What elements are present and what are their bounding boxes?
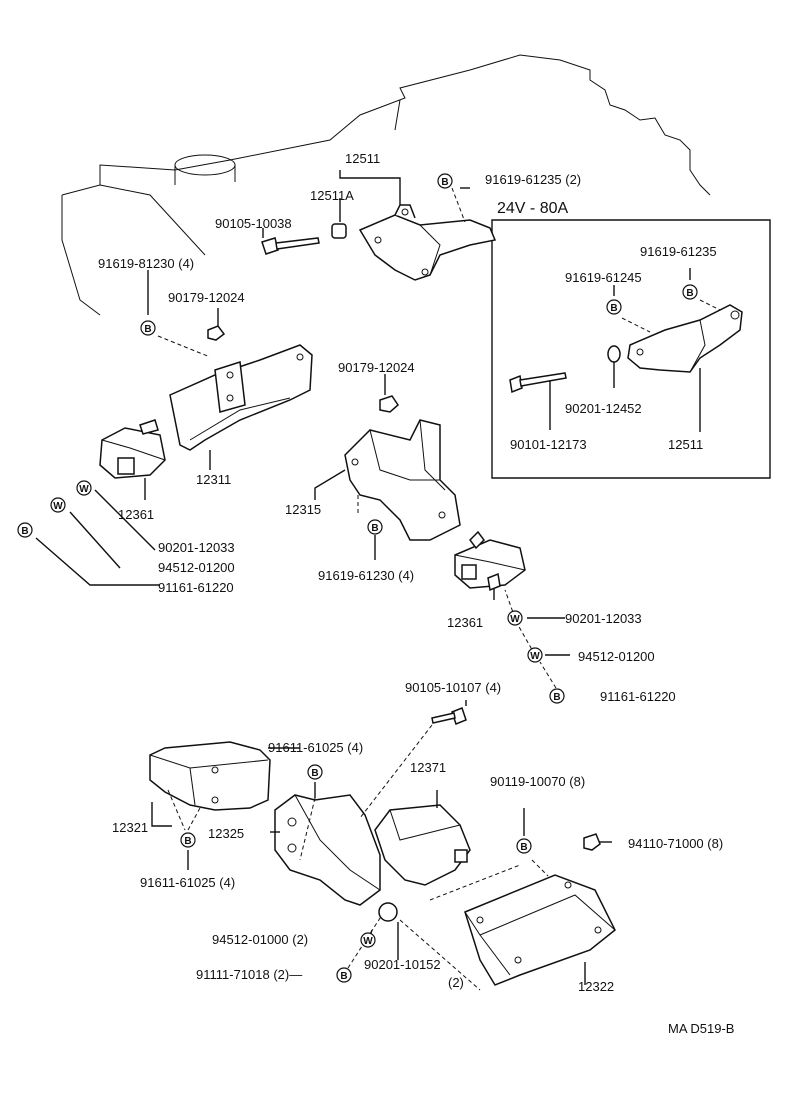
part-90101-12173-bolt: [509, 372, 567, 394]
part-12325-bracket: [274, 794, 381, 906]
label-90201-10152-qty: (2): [448, 975, 464, 990]
part-90179-12024-nut-a: [207, 325, 226, 341]
svg-text:B: B: [144, 324, 151, 335]
label-12361-a: 12361: [118, 507, 154, 522]
part-90105-10038-bolt: [261, 237, 320, 255]
part-12322-plate: [464, 874, 616, 986]
label-90179-12024-a: 90179-12024: [168, 290, 245, 305]
part-90105-10107-bolt: [431, 707, 467, 725]
svg-text:W: W: [363, 936, 373, 947]
svg-text:B: B: [553, 692, 560, 703]
svg-text:B: B: [686, 288, 693, 299]
bolt-symbol-a: B: [437, 173, 453, 189]
part-12511-variant-bracket: [627, 304, 743, 373]
svg-text:B: B: [520, 842, 527, 853]
label-90105-10038: 90105-10038: [215, 216, 292, 231]
part-90201-12452-washer: [607, 345, 621, 363]
label-94512-01200-a: 94512-01200: [158, 560, 235, 575]
svg-text:B: B: [21, 526, 28, 537]
bolt-symbol-d: B: [367, 519, 383, 535]
label-12311: 12311: [196, 472, 231, 487]
label-94512-01200-b: 94512-01200: [578, 649, 655, 664]
part-12511a-bushing: [331, 223, 347, 239]
part-12361-insulator-b: [454, 530, 526, 592]
label-91111-71018: 91111-71018 (2)—: [196, 967, 302, 982]
variant-title: 24V - 80A: [497, 200, 568, 217]
label-91161-61220-b: 91161-61220: [600, 689, 676, 704]
washer-symbol-a: W: [76, 480, 92, 496]
label-12315: 12315: [285, 502, 321, 517]
label-91619-61245: 91619-61245: [565, 270, 642, 285]
label-12322: 12322: [578, 979, 614, 994]
label-94512-01000: 94512-01000 (2): [212, 932, 308, 947]
label-12361-b: 12361: [447, 615, 483, 630]
part-90201-10152-washer: [378, 902, 398, 922]
part-12315-bracket: [344, 419, 461, 541]
bolt-symbol-f: B: [682, 284, 698, 300]
part-90179-12024-nut-b: [379, 395, 399, 413]
bolt-symbol-g: B: [606, 299, 622, 315]
svg-text:B: B: [371, 523, 378, 534]
engine-outline: [61, 54, 711, 316]
label-90105-10107: 90105-10107 (4): [405, 680, 501, 695]
leader-lines: [35, 170, 721, 991]
part-12371-insulator: [374, 804, 471, 886]
label-94110-71000: 94110-71000 (8): [628, 836, 723, 851]
bolt-symbol-c: B: [17, 522, 33, 538]
label-90201-12033-b: 90201-12033: [565, 611, 642, 626]
svg-text:W: W: [510, 614, 520, 625]
label-12371: 12371: [410, 760, 446, 775]
label-91619-61235-2: 91619-61235 (2): [485, 172, 581, 187]
bolt-symbol-h: B: [307, 764, 323, 780]
label-91611-61025-a: 91611-61025 (4): [268, 740, 363, 755]
label-90101-12173: 90101-12173: [510, 437, 587, 452]
label-90201-12033-a: 90201-12033: [158, 540, 235, 555]
label-91161-61220-a: 91161-61220: [158, 580, 234, 595]
label-12321: 12321: [112, 820, 148, 835]
washer-symbol-c: W: [507, 610, 523, 626]
alternator-variant-box: [491, 219, 771, 479]
label-91619-61230: 91619-61230 (4): [318, 568, 414, 583]
label-90179-12024-b: 90179-12024: [338, 360, 415, 375]
bolt-symbol-k: B: [336, 967, 352, 983]
part-12321-bracket: [149, 741, 271, 811]
label-90201-10152: 90201-10152: [364, 957, 441, 972]
part-94110-71000-nut: [583, 833, 601, 851]
label-90119-10070: 90119-10070 (8): [490, 774, 585, 789]
part-12511-bracket: [358, 204, 497, 281]
label-12511-top: 12511: [345, 151, 380, 166]
bolt-symbol-b: B: [140, 320, 156, 336]
part-12311-bracket: [169, 344, 313, 451]
label-90201-12452: 90201-12452: [565, 401, 642, 416]
svg-text:W: W: [530, 651, 540, 662]
label-91611-61025-b: 91611-61025 (4): [140, 875, 235, 890]
bolt-symbol-i: B: [516, 838, 532, 854]
svg-text:B: B: [184, 836, 191, 847]
svg-text:B: B: [610, 303, 617, 314]
washer-symbol-b: W: [50, 497, 66, 513]
svg-text:W: W: [53, 501, 63, 512]
washer-symbol-e: W: [360, 932, 376, 948]
label-91619-81230: 91619-81230 (4): [98, 256, 194, 271]
label-12325: 12325: [208, 826, 244, 841]
label-12511-box: 12511: [668, 437, 703, 452]
label-91619-61235: 91619-61235: [640, 244, 717, 259]
bolt-symbol-e: B: [549, 688, 565, 704]
washer-symbol-d: W: [527, 647, 543, 663]
svg-text:B: B: [340, 971, 347, 982]
diagram-code: MA D519-B: [668, 1021, 734, 1036]
svg-text:B: B: [441, 177, 448, 188]
label-12511a: 12511A: [310, 188, 354, 203]
bolt-symbol-j: B: [180, 832, 196, 848]
part-12361-insulator-a: [99, 419, 166, 479]
svg-text:B: B: [311, 768, 318, 779]
svg-text:W: W: [79, 484, 89, 495]
